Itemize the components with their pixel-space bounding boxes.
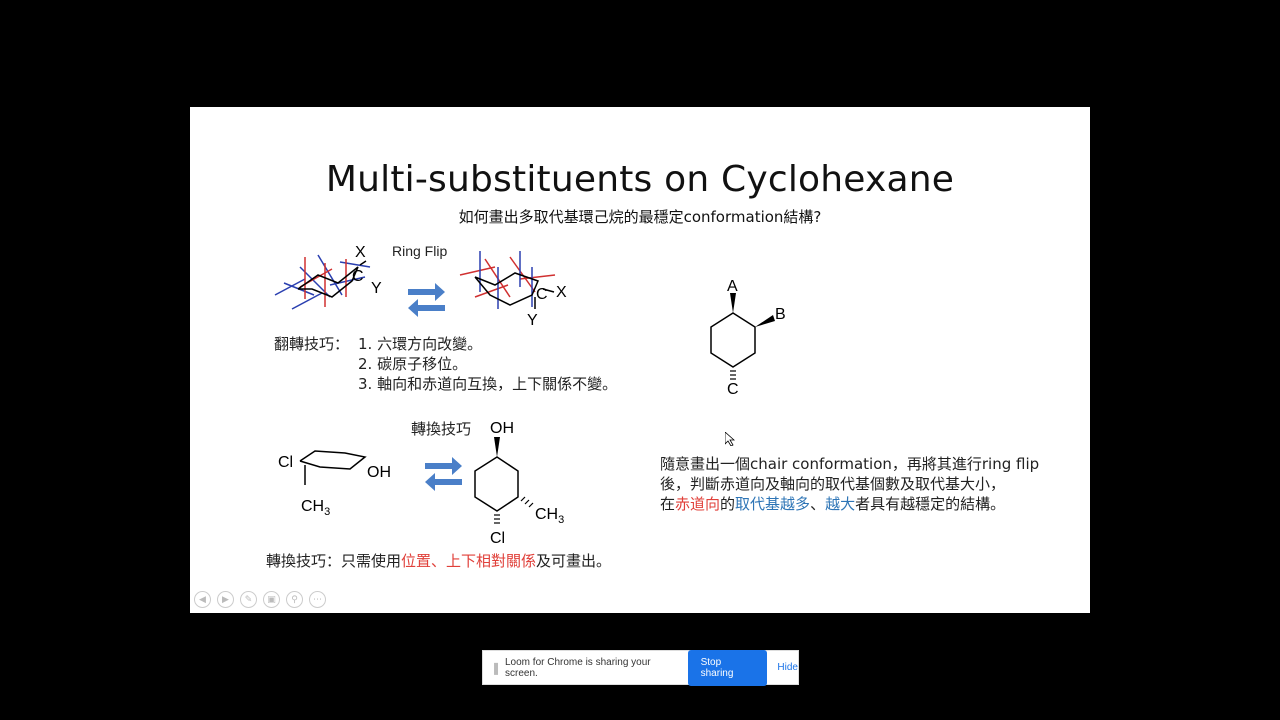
atom-y-flipped-label: Y <box>527 312 538 327</box>
slides-icon[interactable]: ▣ <box>263 591 280 608</box>
loom-message: Loom for Chrome is sharing your screen. <box>505 656 651 679</box>
flip-tip-step-3: 3. 軸向和赤道向互換，上下關係不變。 <box>358 375 618 393</box>
slide-title: Multi-substituents on Cyclohexane <box>325 159 955 200</box>
atom-ch3-right-label: CH3 <box>535 506 564 526</box>
arrow-left-icon <box>425 473 462 491</box>
atom-a-label: A <box>727 278 738 295</box>
convert-label: 轉換技巧 <box>411 420 472 438</box>
arrow-right-icon <box>408 283 445 301</box>
mouse-cursor-icon <box>725 432 735 446</box>
slide-subtitle: 如何畫出多取代基環己烷的最穩定conformation結構? <box>458 208 822 226</box>
arrow-right-icon <box>425 457 462 475</box>
atom-ch3-label: CH3 <box>301 498 330 518</box>
atom-c2-label: C <box>727 381 739 398</box>
next-icon[interactable]: ▶ <box>217 591 234 608</box>
method-line-3: 在赤道向的取代基越多、越大者具有越穩定的結構。 <box>660 495 1006 513</box>
more-icon[interactable]: ⋯ <box>309 591 326 608</box>
presentation-slide: Multi-substituents on Cyclohexane 如何畫出多取… <box>190 107 1090 613</box>
loom-sharing-bar: ❚ Loom for Chrome is sharing your screen… <box>482 649 799 686</box>
atom-c-label: C <box>352 268 364 285</box>
zoom-icon[interactable]: ⚲ <box>286 591 303 608</box>
stop-sharing-button[interactable]: Stop sharing <box>687 649 768 686</box>
atom-c-flipped-label: C <box>536 286 548 303</box>
flip-tip-step-1: 1. 六環方向改變。 <box>358 335 483 353</box>
ring-flip-diagram: X C Y C X Y <box>274 244 567 327</box>
atom-cl-bottom-label: Cl <box>490 530 505 545</box>
slide-controls: ◀ ▶ ✎ ▣ ⚲ ⋯ <box>194 591 326 608</box>
flip-tips-lead: 翻轉技巧： <box>274 335 350 353</box>
atom-x-flipped-label: X <box>556 284 567 301</box>
drag-handle-icon[interactable]: ❚ <box>491 660 502 675</box>
atom-x-label: X <box>355 244 366 261</box>
convert-tip: 轉換技巧：只需使用位置、上下相對關係及可畫出。 <box>266 552 612 570</box>
atom-oh-top-label: OH <box>490 420 514 437</box>
atom-cl-label: Cl <box>278 454 293 471</box>
method-line-2: 後，判斷赤道向及軸向的取代基個數及取代基大小， <box>660 475 1006 493</box>
arrow-left-icon <box>408 299 445 317</box>
substituted-hexagon: A B C <box>710 278 786 398</box>
atom-oh-label: OH <box>367 464 391 481</box>
previous-icon[interactable]: ◀ <box>194 591 211 608</box>
ring-flip-label: Ring Flip <box>392 243 448 259</box>
method-line-1: 隨意畫出一個chair conformation，再將其進行ring flip <box>660 455 1040 473</box>
atom-b-label: B <box>775 306 786 323</box>
pen-icon[interactable]: ✎ <box>240 591 257 608</box>
hide-button[interactable]: Hide <box>777 662 798 673</box>
flip-tip-step-2: 2. 碳原子移位。 <box>358 355 468 373</box>
conversion-diagram: Cl OH CH3 OH CH3 Cl <box>278 420 564 545</box>
atom-y-label: Y <box>371 280 382 297</box>
